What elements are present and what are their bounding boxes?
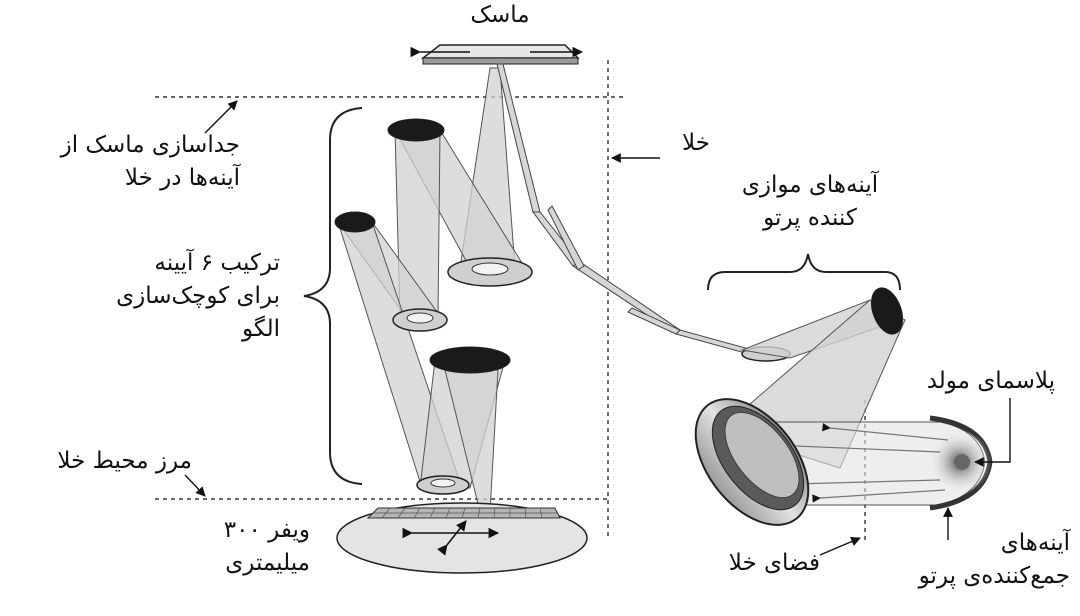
grazing-beam	[496, 63, 761, 357]
vacuum-space-arrow	[819, 536, 861, 556]
mirror-group-brace	[303, 107, 363, 485]
mask-separation-label-line2: آینه‌ها در خلا	[124, 165, 240, 191]
collector-label-line1: آینه‌های	[1000, 530, 1070, 556]
collector-chamber	[769, 415, 993, 511]
mirror-1-icon	[387, 118, 445, 142]
wafer-label-line1: ویفر ۳۰۰	[223, 517, 310, 543]
mirror-combination-label-line2: برای کوچک‌سازی	[116, 283, 280, 309]
mask-separation-arrow	[204, 100, 238, 134]
mask-separation-label-line1: جداسازی ماسک از	[60, 132, 240, 158]
mirror-2-icon	[447, 257, 533, 287]
mask-label: ماسک	[470, 2, 530, 28]
vacuum-label: خلا	[682, 130, 710, 156]
collector-mirror-icon	[694, 398, 810, 526]
plasma-arrow	[974, 398, 1011, 467]
vacuum-boundary-arrow	[184, 474, 206, 497]
plasma-label: پلاسمای مولد	[926, 368, 1055, 394]
mirror-combination-label-line3: الگو	[242, 316, 280, 342]
wafer-label-line2: میلیمتری	[225, 550, 310, 576]
mirror-5-icon	[429, 346, 511, 374]
parallel-mirror-large-icon	[870, 287, 904, 335]
mask-plate	[410, 44, 584, 65]
vacuum-boundary-label: مرز محیط خلا	[57, 448, 192, 474]
mirror-combination-label-line1: ترکیب ۶ آیینه	[154, 250, 280, 276]
vacuum-space-label: فضای خلا	[728, 550, 820, 576]
parallel-mirrors-label-line2: کننده پرتو	[763, 205, 857, 231]
parallel-mirrors-brace	[707, 253, 901, 291]
wafer-disc	[336, 502, 588, 574]
collector-label-line2: جمع‌کننده‌ی پرتو	[918, 563, 1070, 589]
mirror-4-icon	[392, 308, 448, 332]
mirror-6-icon	[416, 475, 470, 495]
parallel-mirrors-label-line1: آینه‌های موازی	[741, 172, 879, 198]
mirror-3-icon	[334, 211, 376, 233]
